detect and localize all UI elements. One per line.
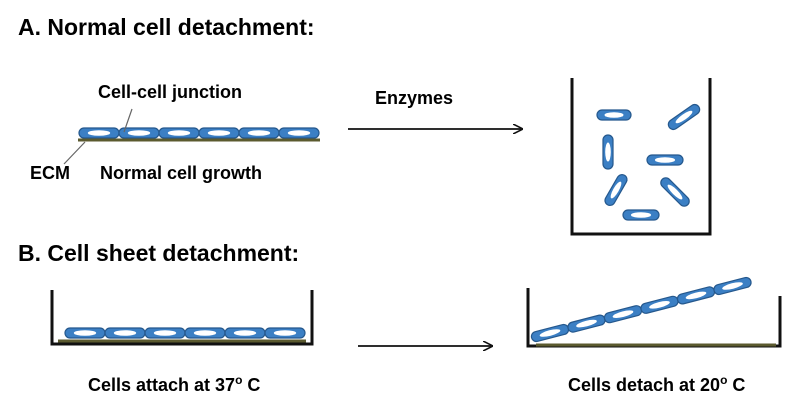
cell xyxy=(530,323,570,343)
nucleus xyxy=(247,130,271,136)
cell xyxy=(602,134,614,170)
nucleus xyxy=(287,130,311,136)
ecm-label: ECM xyxy=(30,163,70,183)
enzymes-label: Enzymes xyxy=(375,88,454,108)
culture-dish-a xyxy=(570,78,712,236)
cells-detach-unit: C xyxy=(727,375,746,395)
cell xyxy=(238,127,280,139)
nucleus xyxy=(604,112,624,118)
cell xyxy=(64,327,106,339)
nucleus xyxy=(153,330,177,336)
cell xyxy=(78,127,120,139)
nucleus xyxy=(273,330,297,336)
cell xyxy=(640,295,679,314)
cell xyxy=(198,127,240,139)
cell xyxy=(567,314,606,333)
nucleus xyxy=(576,319,597,328)
nucleus xyxy=(207,130,231,136)
cell xyxy=(667,103,701,131)
cell xyxy=(278,127,320,139)
nucleus xyxy=(649,301,670,309)
cell xyxy=(224,327,266,339)
cell xyxy=(158,127,200,139)
section-a-heading: A. Normal cell detachment: xyxy=(18,14,315,40)
culture-dish-b-left xyxy=(50,290,314,346)
cells-attach-caption: Cells attach at 37o C xyxy=(88,373,260,396)
nucleus xyxy=(654,157,676,163)
cell xyxy=(603,305,643,324)
normal-cell-growth-label: Normal cell growth xyxy=(100,163,263,183)
nucleus xyxy=(73,330,97,336)
attached-cell-sheet xyxy=(58,327,306,343)
nucleus xyxy=(193,330,217,336)
degree-symbol: o xyxy=(720,373,728,387)
cell xyxy=(184,327,226,339)
nucleus xyxy=(539,329,561,337)
detached-single-cells xyxy=(596,103,701,221)
degree-symbol: o xyxy=(235,373,243,387)
nucleus xyxy=(233,330,257,336)
cells-attach-text: Cells attach at 37 xyxy=(88,375,236,395)
nucleus xyxy=(87,130,111,136)
nucleus xyxy=(113,330,137,336)
ecm-pointer xyxy=(63,141,86,165)
nucleus xyxy=(605,142,611,162)
cell xyxy=(676,286,716,305)
nucleus xyxy=(675,110,693,124)
junction-pointer xyxy=(123,108,133,133)
nucleus xyxy=(610,181,622,199)
cell xyxy=(264,327,306,339)
cell xyxy=(604,174,628,206)
nucleus xyxy=(127,130,151,136)
cell xyxy=(713,276,752,296)
nucleus xyxy=(685,291,707,300)
nucleus xyxy=(667,184,683,200)
cell xyxy=(596,109,632,121)
detaching-cell-sheet xyxy=(530,276,752,343)
culture-dish-b-right xyxy=(526,288,782,348)
normal-cell-layer xyxy=(78,127,320,142)
cell xyxy=(646,154,684,166)
section-b-heading: B. Cell sheet detachment: xyxy=(18,240,300,266)
cell xyxy=(144,327,186,339)
cell xyxy=(104,327,146,339)
nucleus xyxy=(167,130,191,136)
nucleus xyxy=(722,282,743,290)
cell-cell-junction-label: Cell-cell junction xyxy=(98,82,243,102)
cell xyxy=(622,209,660,221)
cells-detach-text: Cells detach at 20 xyxy=(568,375,721,395)
cells-detach-caption: Cells detach at 20o C xyxy=(568,373,745,396)
cell xyxy=(118,127,160,139)
nucleus xyxy=(612,310,634,318)
nucleus xyxy=(630,212,652,218)
cells-attach-unit: C xyxy=(242,375,261,395)
cell xyxy=(660,177,690,207)
